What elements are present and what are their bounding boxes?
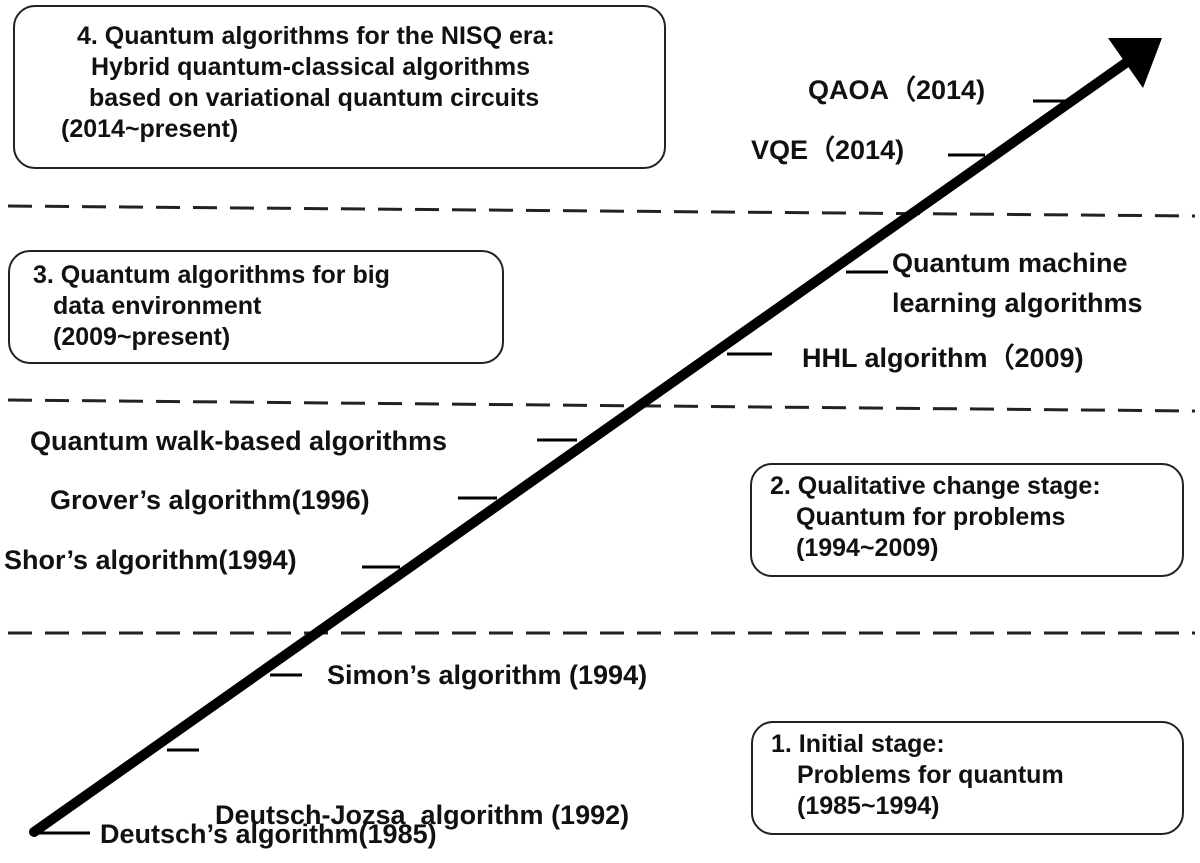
stage-1-period: (1985~1994) [797, 792, 940, 820]
milestone-simon: Simon’s algorithm (1994) [327, 659, 647, 691]
stage-1-title: 1. Initial stage: [771, 730, 945, 758]
milestone-hhl-label: HHL algorithm（2009) [802, 343, 1084, 373]
milestone-shor: Shor’s algorithm(1994) [4, 544, 297, 576]
milestone-deutsch-jozsa-label: Deutsch-Jozsa algorithm (1992) [215, 800, 630, 830]
stage-4-period: (2014~present) [61, 115, 239, 143]
stage-3-period: (2009~present) [53, 323, 231, 351]
milestone-vqe: VQE（2014) [751, 134, 904, 166]
milestone-deutsch-jozsa: Deutsch-Jozsa algorithm (1992) [215, 735, 629, 863]
stage-divider-4-3 [7, 204, 1196, 218]
milestone-grover: Grover’s algorithm(1996) [50, 484, 370, 516]
milestone-vqe-label: VQE（2014) [751, 135, 905, 165]
stage-2-title: 2. Qualitative change stage: [770, 472, 1101, 500]
milestone-quantum-machine-learning: Quantum machine learning algorithms [892, 243, 1143, 323]
stage-4-title: 4. Quantum algorithms for the NISQ era: [77, 22, 555, 50]
timeline-arrow-head [1108, 38, 1162, 88]
milestone-deutsch-label: Deutsch’s algorithm(1985) [100, 819, 437, 849]
milestone-deutsch: Deutsch’s algorithm(1985) [100, 818, 437, 850]
stage-4-line-3: based on variational quantum circuits [89, 84, 540, 112]
milestone-grover-label: Grover’s algorithm(1996) [50, 485, 370, 515]
stage-3-line-2: data environment [53, 292, 262, 320]
stage-box-4: 4. Quantum algorithms for the NISQ era: … [13, 5, 666, 169]
timeline-arrow-shaft [29, 55, 1135, 837]
milestone-simon-label: Simon’s algorithm (1994) [327, 660, 648, 690]
stage-3-title: 3. Quantum algorithms for big [33, 261, 390, 289]
stage-2-period: (1994~2009) [796, 534, 939, 562]
milestone-qaoa: QAOA（2014) [808, 74, 985, 106]
stage-box-1: 1. Initial stage: Problems for quantum (… [751, 721, 1184, 835]
stage-4-line-2: Hybrid quantum-classical algorithms [91, 53, 530, 81]
stage-divider-3-2 [7, 398, 1196, 413]
stage-1-line-2: Problems for quantum [797, 761, 1064, 789]
stage-box-3: 3. Quantum algorithms for big data envir… [8, 250, 504, 364]
milestone-qaoa-label: QAOA（2014) [808, 75, 986, 105]
milestone-shor-label: Shor’s algorithm(1994) [4, 545, 297, 575]
stage-2-line-2: Quantum for problems [796, 503, 1066, 531]
milestone-qml-line-2: learning algorithms [892, 288, 1143, 318]
milestone-hhl: HHL algorithm（2009) [802, 342, 1084, 374]
milestone-quantum-walk: Quantum walk-based algorithms [30, 425, 447, 457]
stage-box-2: 2. Qualitative change stage: Quantum for… [750, 463, 1184, 577]
milestone-quantum-walk-label: Quantum walk-based algorithms [30, 426, 448, 456]
milestone-qml-line-1: Quantum machine [892, 248, 1128, 278]
